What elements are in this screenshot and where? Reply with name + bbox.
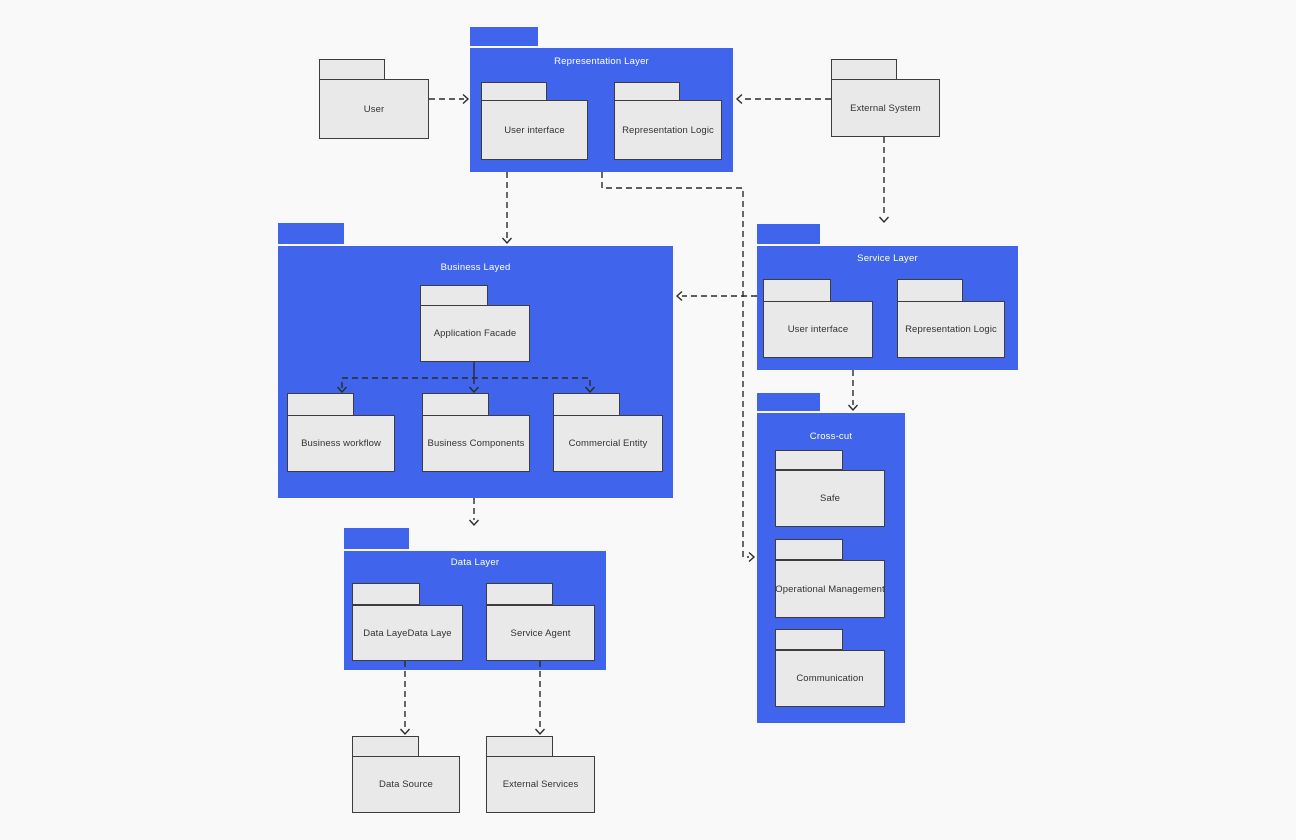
package-body[interactable]: Representation Logic (614, 100, 722, 160)
package-body[interactable]: Representation Logic (897, 301, 1005, 358)
package-label: Representation Logic (905, 324, 997, 335)
package-tab[interactable] (763, 279, 831, 302)
package-body[interactable]: Commercial Entity (553, 415, 663, 472)
package-body[interactable]: Communication (775, 650, 885, 707)
package-label: Data Source (379, 779, 433, 790)
package-tab[interactable] (470, 27, 538, 46)
package-tab[interactable] (352, 583, 420, 605)
package-label: Application Facade (433, 328, 517, 339)
package-tab[interactable] (486, 583, 553, 605)
package-tab[interactable] (775, 450, 843, 470)
package-tab[interactable] (553, 393, 620, 416)
package-tab[interactable] (344, 528, 409, 549)
arrowhead-down (501, 237, 513, 245)
package-tab[interactable] (420, 285, 488, 306)
package-body[interactable]: External System (831, 79, 940, 137)
package-label: Service Agent (510, 627, 571, 639)
package-label: Data LayeData Laye (363, 627, 452, 639)
package-body[interactable]: Data Source (352, 756, 460, 813)
arrowhead-right (462, 93, 470, 105)
package-body[interactable]: User interface (763, 301, 873, 358)
package-label: External Services (502, 779, 579, 790)
package-tab[interactable] (319, 59, 385, 80)
package-tab[interactable] (757, 224, 820, 244)
package-body[interactable]: Business Components (422, 415, 530, 472)
package-tab[interactable] (352, 736, 419, 757)
package-title: Business Layed (440, 262, 511, 273)
package-label: Business Components (427, 438, 525, 449)
package-tab[interactable] (775, 539, 843, 560)
package-body[interactable]: Operational Management (775, 560, 885, 618)
package-title: Cross-cut (809, 431, 853, 442)
package-tab[interactable] (831, 59, 897, 80)
package-body[interactable]: Safe (775, 470, 885, 527)
package-label: User (363, 103, 385, 115)
package-label: Safe (820, 493, 840, 504)
package-tab[interactable] (422, 393, 489, 416)
package-tab[interactable] (481, 82, 547, 101)
arrowhead-left (735, 93, 743, 105)
package-body[interactable]: User interface (481, 100, 588, 160)
package-tab[interactable] (775, 629, 843, 650)
arrowhead-down (534, 728, 546, 736)
package-tab[interactable] (897, 279, 963, 302)
package-body[interactable]: User (319, 79, 429, 139)
package-label: External System (850, 102, 921, 114)
arrowhead-down (399, 728, 411, 736)
arrowhead-left (675, 290, 683, 302)
arrowhead-down (878, 216, 890, 224)
arrowhead-right (748, 551, 756, 563)
arrowhead-down (468, 519, 480, 527)
package-tab[interactable] (614, 82, 680, 101)
package-label: User interface (504, 124, 565, 136)
package-label: Commercial Entity (568, 438, 648, 449)
package-tab[interactable] (757, 393, 820, 411)
package-title: Representation Layer (554, 56, 649, 67)
package-tab[interactable] (486, 736, 553, 757)
package-body[interactable]: Data LayeData Laye (352, 605, 463, 661)
package-label: User interface (787, 324, 849, 335)
package-body[interactable]: Application Facade (420, 305, 530, 362)
package-title: Data Layer (450, 557, 500, 568)
package-label: Operational Management (775, 583, 885, 595)
package-body[interactable]: External Services (486, 756, 595, 813)
package-label: Communication (796, 673, 864, 684)
package-label: Representation Logic (622, 124, 714, 136)
package-body[interactable]: Business workflow (287, 415, 395, 472)
package-tab[interactable] (287, 393, 354, 416)
package-body[interactable]: Service Agent (486, 605, 595, 661)
package-label: Business workflow (301, 438, 381, 449)
arrowhead-down (847, 404, 859, 412)
package-tab[interactable] (278, 223, 344, 244)
package-title: Service Layer (857, 253, 918, 264)
